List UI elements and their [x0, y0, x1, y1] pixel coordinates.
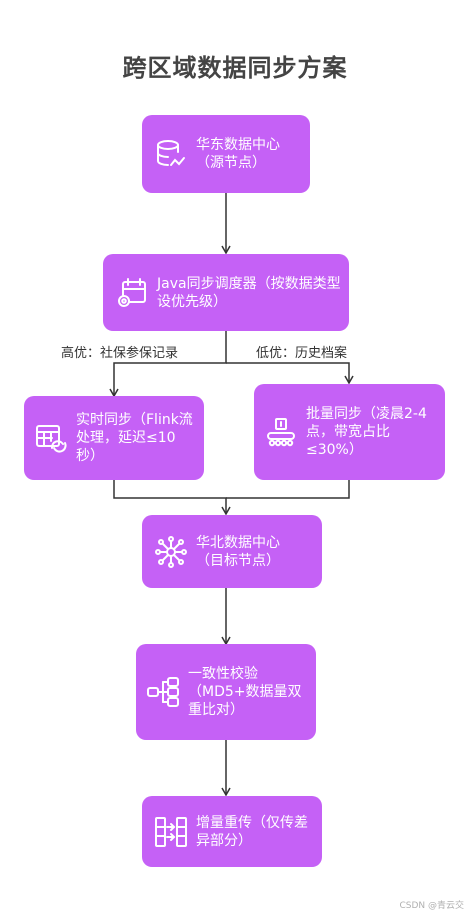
- node-label: 实时同步（Flink流处理，延迟≤10秒）: [76, 412, 193, 464]
- edge-label-high-priority: 高优：社保参保记录: [61, 346, 179, 361]
- hierarchy-icon: [146, 675, 180, 709]
- node-incremental-retransmit: 增量重传（仅传差异部分）: [142, 796, 322, 867]
- table-sync-icon: [34, 421, 68, 455]
- node-source-datacenter: 华东数据中心（源节点）: [142, 115, 310, 193]
- footer-watermark: CSDN @青云交: [399, 901, 464, 911]
- network-hub-icon: [154, 535, 188, 569]
- edge-realtime-to-target: [113, 480, 231, 516]
- conveyor-icon: [264, 415, 298, 449]
- node-batch-sync: 批量同步（凌晨2-4点，带宽占比≤30%）: [254, 384, 445, 480]
- database-icon: [154, 137, 188, 171]
- node-label: 华北数据中心（目标节点）: [196, 534, 280, 569]
- node-label: 批量同步（凌晨2-4点，带宽占比≤30%）: [306, 406, 427, 458]
- calendar-gear-icon: [115, 276, 149, 310]
- edge-label-low-priority: 低优：历史档案: [256, 346, 348, 361]
- node-label: 增量重传（仅传差异部分）: [196, 814, 308, 849]
- diagram-title: 跨区域数据同步方案: [122, 54, 348, 82]
- edge-batch-to-target: [226, 480, 350, 499]
- node-label: 一致性校验（MD5+数据量双重比对）: [188, 666, 302, 718]
- edge-scheduler-to-realtime: [109, 331, 227, 398]
- node-consistency-check: 一致性校验（MD5+数据量双重比对）: [136, 644, 316, 740]
- node-label: Java同步调度器（按数据类型设优先级）: [157, 275, 341, 310]
- transfer-icon: [154, 815, 188, 849]
- node-label: 华东数据中心（源节点）: [196, 137, 280, 171]
- node-realtime-sync: 实时同步（Flink流处理，延迟≤10秒）: [24, 396, 204, 480]
- edge-scheduler-to-batch: [226, 362, 354, 385]
- node-target-datacenter: 华北数据中心（目标节点）: [142, 515, 322, 588]
- node-java-scheduler: Java同步调度器（按数据类型设优先级）: [103, 254, 349, 331]
